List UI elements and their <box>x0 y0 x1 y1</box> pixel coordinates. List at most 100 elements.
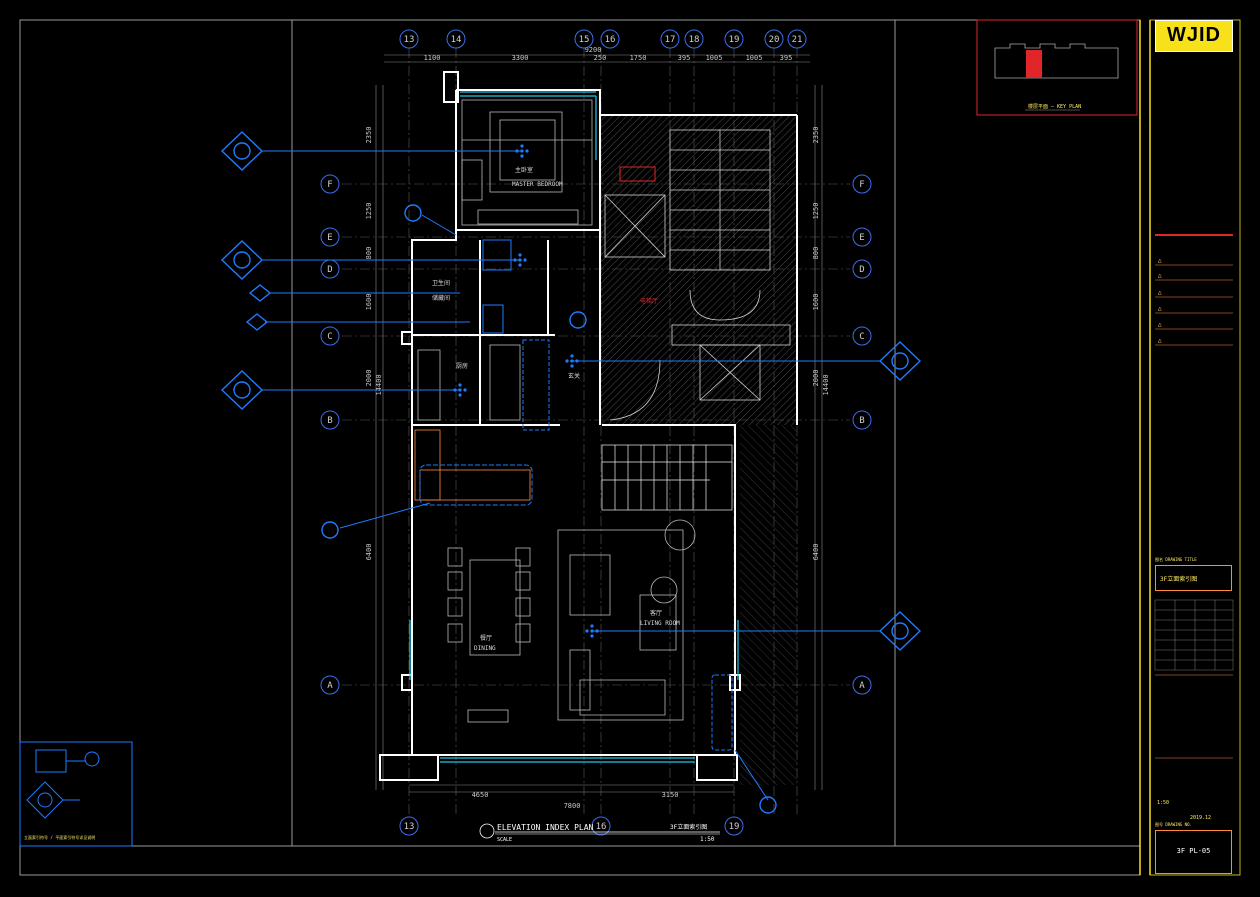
key-plan-label: 楼层平面 — KEY PLAN <box>1028 103 1081 110</box>
dim-top-seg: 1100 <box>424 54 441 62</box>
grid-row-label: D <box>327 265 332 275</box>
room-label: LIVING ROOM <box>640 620 680 627</box>
sheet-number: 3F PL-05 <box>1176 847 1211 855</box>
dim-right-seg: 1250 <box>812 203 820 220</box>
dim-left-seg: 2350 <box>365 127 373 144</box>
grid-row-label: A <box>327 681 333 691</box>
room-label: DINING <box>474 645 496 652</box>
rev-mark: △ <box>1158 321 1162 328</box>
title-block-frame <box>1139 19 1241 876</box>
dim-bottom-seg: 4650 <box>472 791 489 799</box>
dim-bottom-seg: 3150 <box>662 791 679 799</box>
bedroom-furniture <box>461 99 593 226</box>
company-logo: WJID <box>1155 20 1233 52</box>
rev-mark: △ <box>1158 337 1162 344</box>
living-furniture <box>414 344 696 723</box>
staircase <box>601 444 733 511</box>
dim-right-seg: 800 <box>812 247 820 260</box>
drawing-title-bar <box>479 823 720 839</box>
walls <box>379 71 798 781</box>
grid-col-label: 16 <box>596 822 607 832</box>
grid-row-label: E <box>859 233 864 243</box>
grid-col-label: 17 <box>665 35 676 45</box>
grid-row-label: B <box>859 416 864 426</box>
kitchen-appliances <box>419 239 733 751</box>
grid-col-label: 21 <box>792 35 803 45</box>
tb-date: 2019.12 <box>1190 815 1212 821</box>
dimension-lines <box>375 54 823 793</box>
dim-top-seg: 1005 <box>746 54 763 62</box>
windows <box>409 91 739 763</box>
grid-col-label: 18 <box>689 35 700 45</box>
legend-box <box>19 741 133 847</box>
rev-mark: △ <box>1158 305 1162 312</box>
dim-top-seg: 1750 <box>630 54 647 62</box>
dim-right-total: 14400 <box>822 374 830 395</box>
room-label: 厨房 <box>456 362 468 370</box>
index-leaders <box>262 150 880 801</box>
rev-mark: △ <box>1158 272 1162 279</box>
dim-left-seg: 6400 <box>365 544 373 561</box>
grid-row-label: B <box>327 416 332 426</box>
dim-left-seg: 1600 <box>365 294 373 311</box>
logo-text: WJID <box>1167 24 1221 46</box>
grid-col-label: 14 <box>451 35 462 45</box>
grid-col-label: 19 <box>729 35 740 45</box>
grid-col-label: 19 <box>729 822 740 832</box>
scale-label: SCALE <box>497 837 512 843</box>
grid-row-label: F <box>859 180 864 190</box>
dim-top-seg: 1005 <box>706 54 723 62</box>
room-label: 玄关 <box>568 372 580 380</box>
tb-scale: 1:50 <box>1157 800 1170 806</box>
rev-mark: △ <box>1158 257 1162 264</box>
scale-value: 1:50 <box>700 836 715 843</box>
room-label: 储藏间 <box>432 294 450 302</box>
grid-col-label: 15 <box>579 35 590 45</box>
dim-top-seg: 3300 <box>512 54 529 62</box>
dim-top-seg: 395 <box>780 54 793 62</box>
dim-top-seg: 250 <box>594 54 607 62</box>
dim-bottom-total: 7800 <box>564 802 581 810</box>
dim-right-seg: 2000 <box>812 370 820 387</box>
grid-col-label: 20 <box>769 35 780 45</box>
grid-col-label: 13 <box>404 35 415 45</box>
drawing-title-cell: 3F立面索引图 <box>1155 565 1232 591</box>
index-dots <box>453 144 599 638</box>
dim-right-seg: 6400 <box>812 544 820 561</box>
grid-bubbles-bottom <box>399 816 744 836</box>
grid-col-label: 16 <box>605 35 616 45</box>
title-block-rows <box>1155 234 1233 759</box>
grid-row-label: F <box>327 180 332 190</box>
grid-col-label: 13 <box>404 822 415 832</box>
room-label: 客厅 <box>650 609 662 617</box>
dim-top-seg: 395 <box>678 54 691 62</box>
grid-bubbles-sides <box>320 174 872 695</box>
sheet-number-cell: 3F PL-05 <box>1155 830 1232 874</box>
elevation-index-symbols <box>220 131 922 814</box>
room-label: 卫生间 <box>432 279 450 287</box>
dim-right-seg: 1600 <box>812 294 820 311</box>
grid-row-label: E <box>327 233 332 243</box>
rev-mark: △ <box>1158 289 1162 296</box>
core-hatch <box>601 115 797 785</box>
dim-left-total: 14400 <box>375 374 383 395</box>
dim-right-seg: 2350 <box>812 127 820 144</box>
dim-left-seg: 800 <box>365 247 373 260</box>
key-plan <box>976 19 1138 116</box>
grid-row-label: C <box>327 332 332 342</box>
grid-bubbles-top <box>399 29 807 49</box>
red-marker <box>619 166 656 182</box>
stair-core <box>604 129 791 421</box>
dim-left-seg: 2000 <box>365 370 373 387</box>
grid-row-label: C <box>859 332 864 342</box>
room-label: 主卧室 <box>515 166 533 174</box>
drawing-frame <box>19 19 1141 876</box>
room-label: 餐厅 <box>480 634 492 642</box>
drawing-title-text: 3F立面索引图 <box>1160 576 1198 583</box>
grid-row-label: A <box>859 681 865 691</box>
dim-top-total: 9200 <box>585 46 602 54</box>
drawing-title-en: ELEVATION INDEX PLAN <box>497 823 594 832</box>
grid-row-label: D <box>859 265 864 275</box>
drawing-title-label: 图名 DRAWING TITLE <box>1155 557 1197 562</box>
